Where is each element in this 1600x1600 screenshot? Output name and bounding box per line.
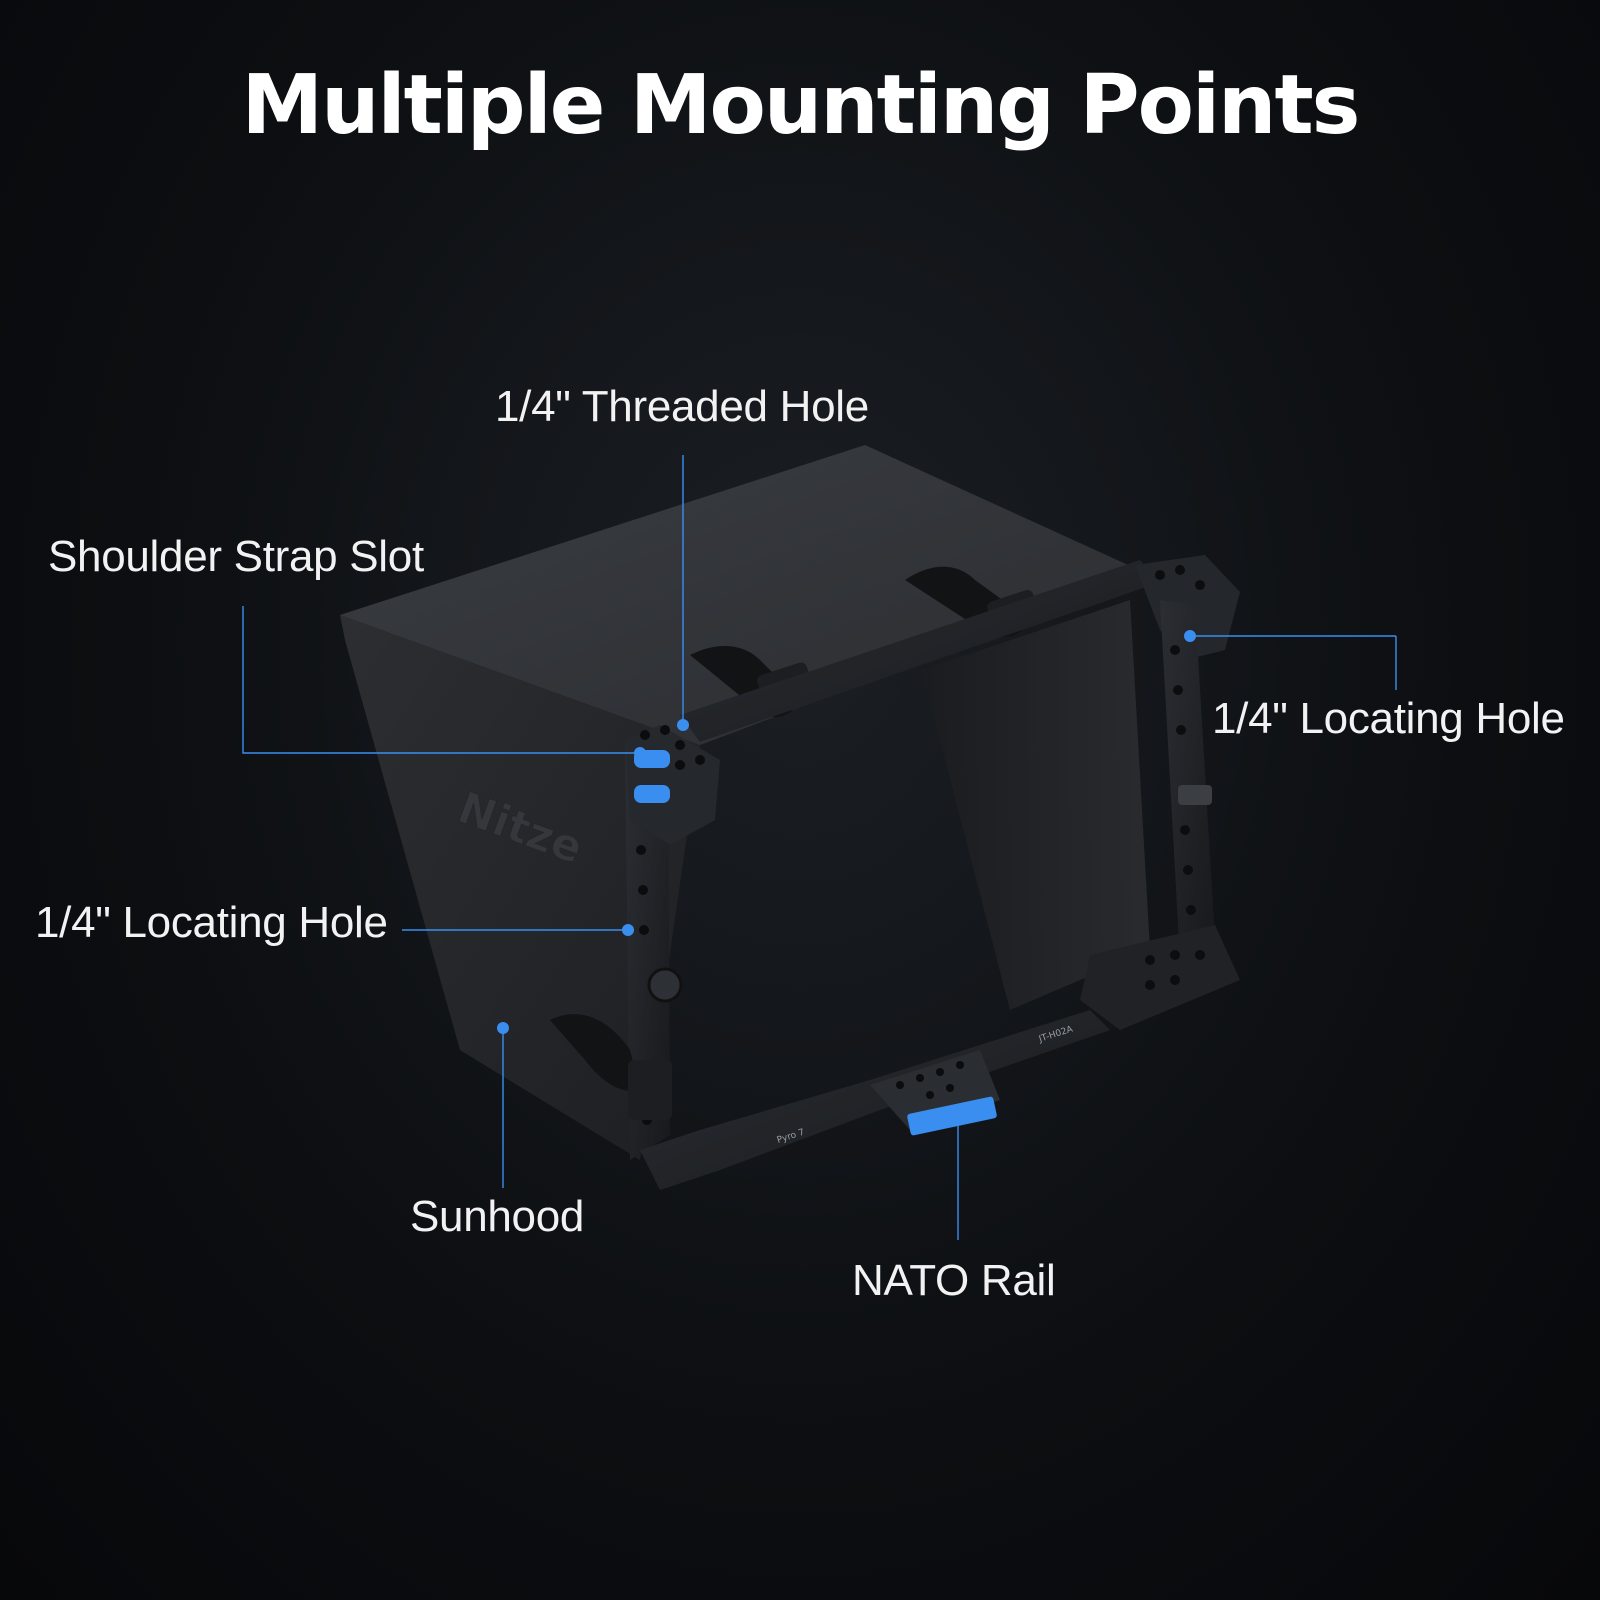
strap-slot-blue-bottom — [634, 785, 670, 803]
cage-bottom-rail — [640, 1010, 1110, 1190]
dot-nato-rail — [952, 1104, 964, 1116]
nato-rail-blue — [907, 1096, 997, 1136]
sunhood-top-panel — [340, 445, 1150, 745]
side-knob-left — [647, 967, 683, 1003]
cage-left-rail — [625, 740, 670, 1160]
side-screw-right — [1178, 785, 1212, 805]
sunhood-left-panel — [340, 615, 700, 1160]
velcro-strap-side — [550, 1014, 640, 1091]
label-locating-hole-right: 1/4" Locating Hole — [1212, 694, 1565, 743]
page-title: Multiple Mounting Points — [241, 58, 1361, 153]
velcro-strap-side-band — [628, 1060, 672, 1120]
sunhood-right-flap — [922, 600, 1150, 1010]
label-threaded-hole: 1/4" Threaded Hole — [495, 382, 869, 431]
dot-locating-hole-right — [1184, 630, 1196, 642]
leader-shoulder-strap — [242, 606, 640, 754]
label-shoulder-strap-slot: Shoulder Strap Slot — [48, 532, 424, 581]
label-locating-hole-left: 1/4" Locating Hole — [35, 898, 388, 947]
dot-shoulder-strap — [634, 747, 646, 759]
label-sunhood: Sunhood — [410, 1192, 585, 1241]
dot-sunhood — [497, 1022, 509, 1034]
dot-threaded-hole — [677, 719, 689, 731]
label-nato-rail: NATO Rail — [852, 1256, 1056, 1305]
dot-locating-hole-left — [622, 924, 634, 936]
cage-top-rail — [680, 560, 1160, 742]
